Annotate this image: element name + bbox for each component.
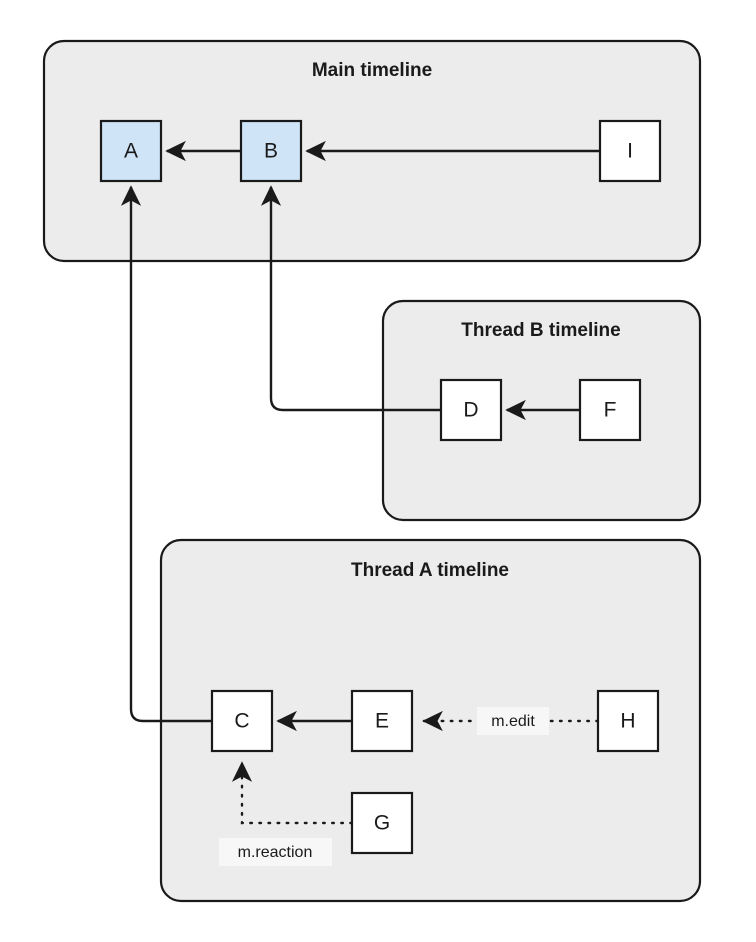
- edge-g-to-c: [231, 761, 354, 825]
- edge-c-to-a: [120, 185, 212, 723]
- node-f[interactable]: F: [578, 378, 642, 442]
- edge-label-m-edit: m.edit: [477, 707, 549, 735]
- node-i-rect[interactable]: [598, 119, 662, 183]
- container-thread-a-timeline-title: Thread A timeline: [351, 560, 509, 581]
- node-c[interactable]: C: [210, 689, 274, 753]
- container-main-timeline-title: Main timeline: [312, 60, 432, 81]
- node-f-rect[interactable]: [578, 378, 642, 442]
- node-h-label: H: [620, 710, 635, 733]
- edge-label-m-reaction: m.reaction: [219, 838, 332, 866]
- node-c-rect[interactable]: [210, 689, 274, 753]
- node-f-label: F: [604, 399, 617, 422]
- node-g[interactable]: G: [350, 791, 414, 855]
- node-h-rect[interactable]: [596, 689, 660, 753]
- edge-label-m-edit-bg: [477, 707, 549, 735]
- node-b-label: B: [264, 140, 278, 163]
- node-c-label: C: [234, 710, 249, 733]
- node-e[interactable]: E: [350, 689, 414, 753]
- node-e-label: E: [375, 710, 389, 733]
- node-g-label: G: [374, 812, 390, 835]
- node-a-label: A: [124, 140, 138, 163]
- node-d[interactable]: D: [439, 378, 503, 442]
- node-b-rect[interactable]: [239, 119, 303, 183]
- edge-label-m-edit-text: m.edit: [491, 713, 535, 730]
- node-a[interactable]: A: [99, 119, 163, 183]
- node-g-rect[interactable]: [350, 791, 414, 855]
- node-e-rect[interactable]: [350, 689, 414, 753]
- container-thread-b-timeline-title: Thread B timeline: [461, 320, 620, 341]
- edge-label-m-reaction-bg: [219, 838, 332, 866]
- node-a-rect[interactable]: [99, 119, 163, 183]
- node-i[interactable]: I: [598, 119, 662, 183]
- node-h[interactable]: H: [596, 689, 660, 753]
- node-d-label: D: [463, 399, 478, 422]
- node-i-label: I: [627, 140, 633, 163]
- node-b[interactable]: B: [239, 119, 303, 183]
- edge-label-m-reaction-text: m.reaction: [238, 844, 313, 861]
- node-d-rect[interactable]: [439, 378, 503, 442]
- edge-d-to-b: [260, 185, 441, 412]
